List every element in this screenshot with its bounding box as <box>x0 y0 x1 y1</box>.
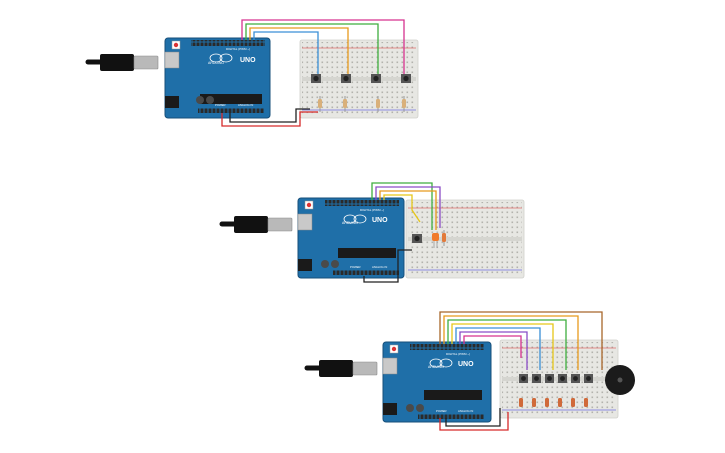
board-analog-label: ANALOG IN <box>458 409 473 413</box>
board-analog-label: ANALOG IN <box>238 103 253 107</box>
usb-cable-2[interactable] <box>219 216 293 233</box>
board-power-label: POWER <box>350 265 361 269</box>
board-brand-label: ARDUINO <box>208 61 224 65</box>
breadboard-2[interactable] <box>405 199 525 279</box>
resistor[interactable] <box>343 96 347 112</box>
circuit-3: UNO ARDUINO DIGITAL (PWM ~) POWER ANALOG… <box>304 311 635 431</box>
push-button[interactable] <box>545 374 554 383</box>
resistor[interactable] <box>519 398 523 407</box>
push-buttons-3[interactable] <box>519 374 593 383</box>
resistor[interactable] <box>402 96 406 112</box>
resistor[interactable] <box>376 96 380 112</box>
resistor[interactable] <box>532 398 536 407</box>
board-digital-label: DIGITAL (PWM ~) <box>446 352 470 356</box>
circuit-1: UNO ARDUINO DIGITAL (PWM ~) POWER ANALOG… <box>85 19 419 127</box>
push-button[interactable] <box>558 374 567 383</box>
resistor[interactable] <box>545 398 549 407</box>
arduino-board-2[interactable]: UNO ARDUINO DIGITAL (PWM ~) POWER ANALOG… <box>297 197 405 279</box>
led-2[interactable] <box>432 233 439 248</box>
push-buttons-1[interactable] <box>311 74 411 83</box>
buzzer-3[interactable] <box>605 365 635 395</box>
wires-2[interactable] <box>363 182 441 283</box>
push-button[interactable] <box>401 74 411 83</box>
board-model-label: UNO <box>458 361 474 368</box>
push-button[interactable] <box>532 374 541 383</box>
push-button[interactable] <box>584 374 593 383</box>
resistor-2[interactable] <box>442 230 446 246</box>
arduino-board-3[interactable]: UNO ARDUINO DIGITAL (PWM ~) POWER ANALOG… <box>382 341 492 423</box>
resistors-3[interactable] <box>519 398 588 407</box>
board-analog-label: ANALOG IN <box>372 265 387 269</box>
push-button[interactable] <box>371 74 381 83</box>
board-model-label: UNO <box>240 57 256 64</box>
push-button[interactable] <box>571 374 580 383</box>
board-power-label: POWER <box>215 103 226 107</box>
board-digital-label: DIGITAL (PWM ~) <box>360 208 384 212</box>
arduino-board-1[interactable]: UNO ARDUINO DIGITAL (PWM ~) POWER ANALOG… <box>164 37 271 119</box>
push-button[interactable] <box>341 74 351 83</box>
usb-cable-3[interactable] <box>304 360 378 377</box>
usb-cable-1[interactable] <box>85 54 159 71</box>
board-digital-label: DIGITAL (PWM ~) <box>226 47 250 51</box>
wires-3[interactable] <box>439 311 603 431</box>
resistors-1[interactable] <box>318 96 406 112</box>
resistor[interactable] <box>571 398 575 407</box>
wires-1[interactable] <box>221 19 405 127</box>
resistor[interactable] <box>558 398 562 407</box>
board-model-label: UNO <box>372 217 388 224</box>
push-button-2[interactable] <box>412 234 422 243</box>
circuit-2: UNO ARDUINO DIGITAL (PWM ~) POWER ANALOG… <box>219 182 525 283</box>
push-button[interactable] <box>311 74 321 83</box>
resistor[interactable] <box>318 96 322 112</box>
board-power-label: POWER <box>436 409 447 413</box>
resistor[interactable] <box>584 398 588 407</box>
push-button[interactable] <box>519 374 528 383</box>
breadboard-1[interactable] <box>299 39 419 119</box>
